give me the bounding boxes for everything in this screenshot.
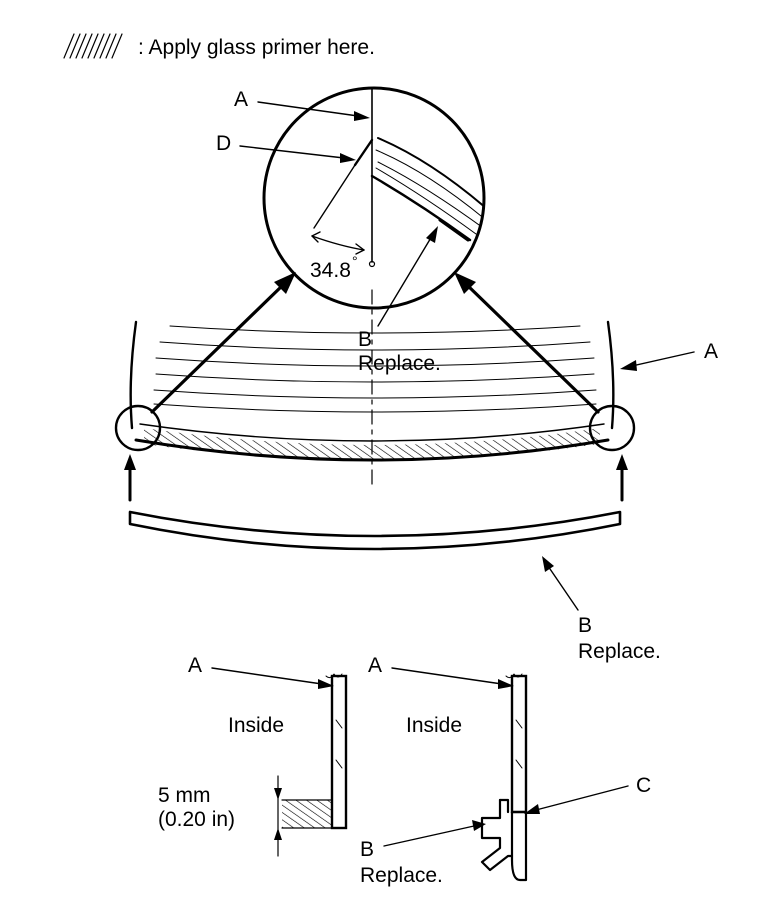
legend: : Apply glass primer here. <box>63 33 375 59</box>
leader-b-detail: B Replace. <box>358 226 441 375</box>
leader-b-molding: B Replace. <box>542 556 661 663</box>
legend-text: : Apply glass primer here. <box>138 36 375 59</box>
dimension-value: 5 mm <box>158 784 211 807</box>
label-b-detail: B <box>358 328 372 351</box>
section-left: 5 mm (0.20 in) Inside A <box>158 654 348 857</box>
detail-circle <box>262 86 486 310</box>
corner-circle-right <box>588 404 636 452</box>
primer-area-left <box>282 800 332 828</box>
label-c: C <box>636 774 651 797</box>
hatch-swatch <box>63 33 123 59</box>
label-b-molding: B <box>578 614 592 637</box>
label-a-right: A <box>704 340 718 363</box>
glass-shading <box>153 325 597 413</box>
angle-degree-symbol: ° <box>352 253 358 269</box>
label-d: D <box>216 132 231 155</box>
label-b-section: B <box>360 838 374 861</box>
label-b-detail-note: Replace. <box>358 352 441 375</box>
dimension-imperial: (0.20 in) <box>158 808 235 831</box>
inside-label-left: Inside <box>228 714 284 737</box>
inside-label-right: Inside <box>406 714 462 737</box>
leader-a-right: A <box>620 340 718 371</box>
primer-hatch-band <box>144 428 600 460</box>
leader-a-top: A <box>234 88 370 121</box>
label-b-molding-note: Replace. <box>578 640 661 663</box>
label-a-section-right: A <box>368 654 382 677</box>
label-b-section-note: Replace. <box>360 864 443 887</box>
angle-value: 34.8 <box>310 259 351 282</box>
corner-circle-left <box>114 404 162 452</box>
section-right: A Inside C B Replace. <box>360 654 651 887</box>
leader-d: D <box>216 132 356 163</box>
label-a-top: A <box>234 88 248 111</box>
label-a-section-left: A <box>188 654 202 677</box>
windshield-overview <box>114 272 636 551</box>
